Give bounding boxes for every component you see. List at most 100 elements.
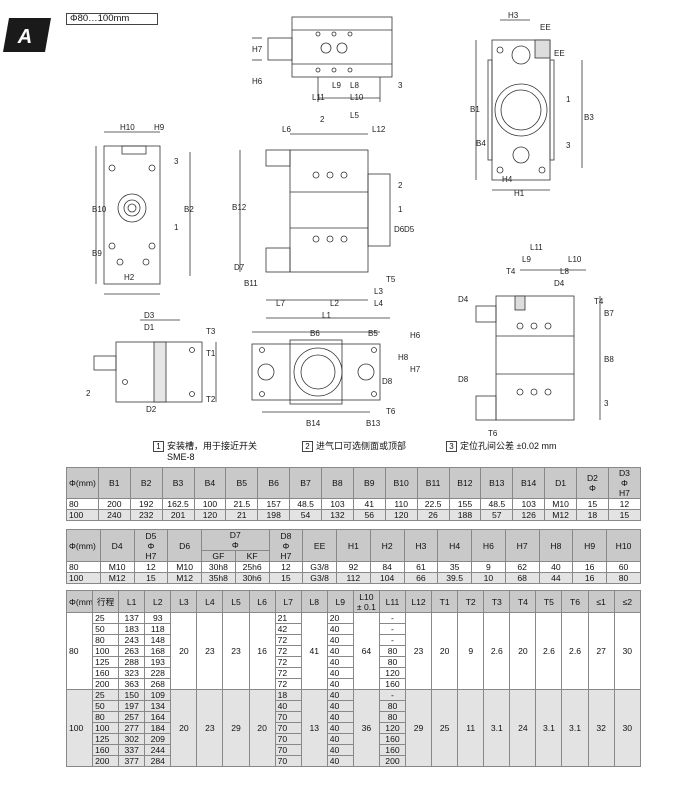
table-cell: 200 bbox=[378, 755, 407, 767]
table-cell: 80 bbox=[66, 498, 99, 510]
header-cell: H9 bbox=[572, 529, 607, 562]
header-cell: B6 bbox=[257, 467, 291, 499]
table-cell: - bbox=[378, 634, 407, 646]
table-cell: 41 bbox=[352, 498, 386, 510]
table-cell: 40 bbox=[326, 634, 354, 646]
table-cell: G3/8 bbox=[302, 572, 337, 584]
table-cell: 25 bbox=[92, 612, 120, 624]
dimension-label: B7 bbox=[604, 309, 614, 318]
table-cell: 323 bbox=[118, 667, 146, 679]
table-cell: 12 bbox=[133, 561, 169, 573]
table-cell: 80 bbox=[92, 711, 120, 723]
table-cell: 148 bbox=[144, 634, 172, 646]
table-cell: 80 bbox=[66, 561, 101, 573]
table-cell: 100 bbox=[66, 572, 101, 584]
dimension-label: H9 bbox=[154, 123, 165, 132]
dimension-label: 1 bbox=[398, 205, 403, 214]
dimension-label: B5 bbox=[368, 329, 378, 338]
dimension-label: L8 bbox=[560, 267, 569, 276]
table-cell: M10 bbox=[167, 561, 202, 573]
table-cell: 288 bbox=[118, 656, 146, 668]
table-cell: 66 bbox=[403, 572, 439, 584]
table-cell: 363 bbox=[118, 678, 146, 690]
header-cell: ≤2 bbox=[613, 590, 642, 613]
table-cell: 70 bbox=[274, 733, 302, 745]
table-cell: 25 bbox=[431, 689, 459, 767]
table-cell: 100 bbox=[66, 509, 99, 521]
table-cell: 40 bbox=[326, 678, 354, 690]
table-cell: 198 bbox=[257, 509, 291, 521]
dimension-label: L11 bbox=[530, 243, 543, 252]
section-tab: A bbox=[3, 18, 51, 52]
table-cell: 160 bbox=[92, 744, 120, 756]
table-cell: 70 bbox=[274, 711, 302, 723]
dimension-label: L8 bbox=[350, 81, 359, 90]
table-cell: 21.5 bbox=[225, 498, 259, 510]
table-cell: 40 bbox=[326, 700, 354, 712]
table-cell: 200 bbox=[97, 498, 131, 510]
table-cell: 40 bbox=[326, 623, 354, 635]
header-cell: H3 bbox=[403, 529, 439, 562]
header-cell: L2 bbox=[144, 590, 172, 613]
table-cell: 57 bbox=[480, 509, 514, 521]
table-cell: 160 bbox=[378, 733, 407, 745]
dimension-label: H1 bbox=[514, 189, 525, 198]
dimension-label: T6 bbox=[488, 429, 498, 438]
table-cell: 132 bbox=[321, 509, 354, 521]
table-cell: 188 bbox=[448, 509, 482, 521]
table-cell: 240 bbox=[97, 509, 131, 521]
dimension-label: 2 bbox=[398, 181, 403, 190]
table-cell: - bbox=[378, 689, 407, 701]
dimension-label: H6 bbox=[410, 331, 421, 340]
dimension-label: H4 bbox=[502, 175, 513, 184]
table-cell: 244 bbox=[144, 744, 172, 756]
table-cell: 29 bbox=[405, 689, 433, 767]
table-cell: 110 bbox=[384, 498, 418, 510]
table-cell: 103 bbox=[321, 498, 354, 510]
table-cell: 72 bbox=[274, 634, 302, 646]
dimension-label: 3 bbox=[398, 81, 403, 90]
table-cell: M10 bbox=[544, 498, 577, 510]
table-cell: 16 bbox=[248, 612, 276, 690]
header-cell: T2 bbox=[457, 590, 485, 613]
table-cell: 15 bbox=[133, 572, 169, 584]
dimension-label: 3 bbox=[566, 141, 571, 150]
left-mid-view bbox=[95, 131, 191, 295]
table-cell: 70 bbox=[274, 722, 302, 734]
table-cell: 162.5 bbox=[161, 498, 195, 510]
top-right-view bbox=[475, 19, 583, 191]
dimension-label: D1 bbox=[144, 323, 155, 332]
table-cell: 243 bbox=[118, 634, 146, 646]
table-cell: 30 bbox=[613, 612, 642, 690]
header-cell: L9 bbox=[326, 590, 354, 613]
header-cell: Φ(mm) bbox=[66, 467, 99, 499]
dimension-label: L7 bbox=[276, 299, 285, 308]
header-cell: L11 bbox=[378, 590, 407, 613]
table-cell: 41 bbox=[300, 612, 328, 690]
table-cell: 93 bbox=[144, 612, 172, 624]
table-cell: 48.5 bbox=[480, 498, 514, 510]
header-cell: B11 bbox=[416, 467, 450, 499]
header-cell: B13 bbox=[480, 467, 514, 499]
table-cell: 68 bbox=[504, 572, 540, 584]
table-cell: 30h8 bbox=[201, 561, 236, 573]
header-cell: B14 bbox=[512, 467, 546, 499]
table-cell: 35 bbox=[437, 561, 472, 573]
dimension-label: D4 bbox=[458, 295, 469, 304]
table-cell: 109 bbox=[144, 689, 172, 701]
table-cell: 40 bbox=[326, 667, 354, 679]
header-cell: T4 bbox=[509, 590, 537, 613]
table-cell: 377 bbox=[118, 755, 146, 767]
table-cell: 50 bbox=[92, 623, 120, 635]
table-cell: 277 bbox=[118, 722, 146, 734]
dimension-label: L10 bbox=[568, 255, 582, 264]
table-cell: 39.5 bbox=[437, 572, 472, 584]
table-cell: 15 bbox=[268, 572, 304, 584]
table-cell: 72 bbox=[274, 656, 302, 668]
